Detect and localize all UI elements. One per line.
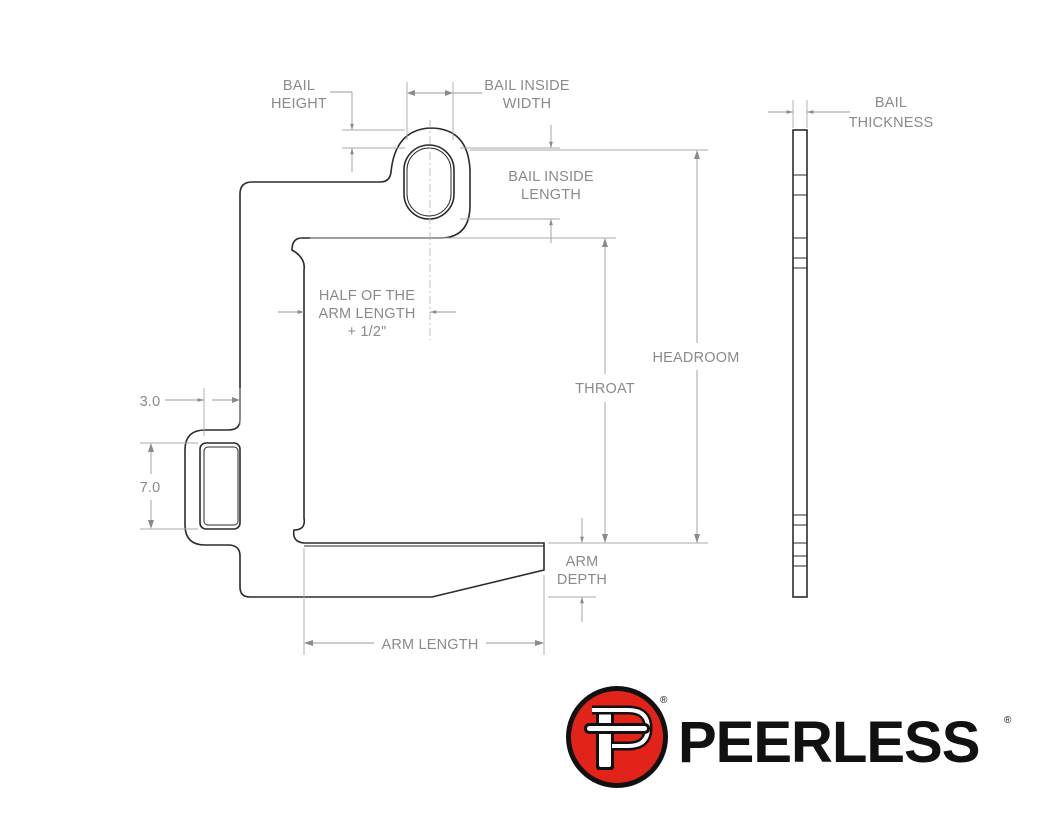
hook-side-view — [792, 129, 808, 598]
label-bail-inside-length-2: LENGTH — [521, 187, 581, 203]
hook-front-view — [184, 120, 545, 598]
label-bail-inside-length-1: BAIL INSIDE — [508, 169, 594, 185]
label-arm-length: ARM LENGTH — [381, 637, 478, 653]
label-bail-thickness-2: THICKNESS — [849, 115, 934, 131]
label-bail-inside-width-1: BAIL INSIDE — [484, 78, 570, 94]
lug-slot — [199, 442, 241, 530]
label-arm-depth-2: DEPTH — [557, 572, 607, 588]
label-half-arm-1: HALF OF THE — [319, 288, 415, 304]
label-dim-3-0: 3.0 — [140, 394, 161, 410]
bail-slot — [403, 144, 455, 220]
bail-slot-inner — [406, 147, 452, 217]
peerless-logo: ® PEERLESS ® — [566, 686, 1012, 788]
logo-p-mark — [584, 705, 653, 770]
label-half-arm-3: + 1/2" — [347, 324, 386, 340]
labels: BAIL HEIGHT BAIL INSIDE WIDTH BAIL INSID… — [140, 78, 934, 653]
dimensions — [140, 82, 850, 655]
lug-slot-inner — [203, 446, 239, 526]
logo-registered-mark-1: ® — [660, 695, 668, 706]
label-arm-depth-1: ARM — [566, 554, 599, 570]
logo-registered-mark-2: ® — [1004, 715, 1012, 726]
label-bail-thickness-1: BAIL — [875, 95, 907, 111]
label-dim-7-0: 7.0 — [140, 480, 161, 496]
label-headroom: HEADROOM — [653, 350, 740, 366]
label-bail-height-2: HEIGHT — [271, 96, 327, 112]
label-half-arm-2: ARM LENGTH — [318, 306, 415, 322]
logo-wordmark: PEERLESS — [678, 710, 979, 775]
label-bail-height-1: BAIL — [283, 78, 315, 94]
hook-outline — [184, 127, 545, 598]
label-throat: THROAT — [575, 381, 635, 397]
label-bail-inside-width-2: WIDTH — [503, 96, 552, 112]
